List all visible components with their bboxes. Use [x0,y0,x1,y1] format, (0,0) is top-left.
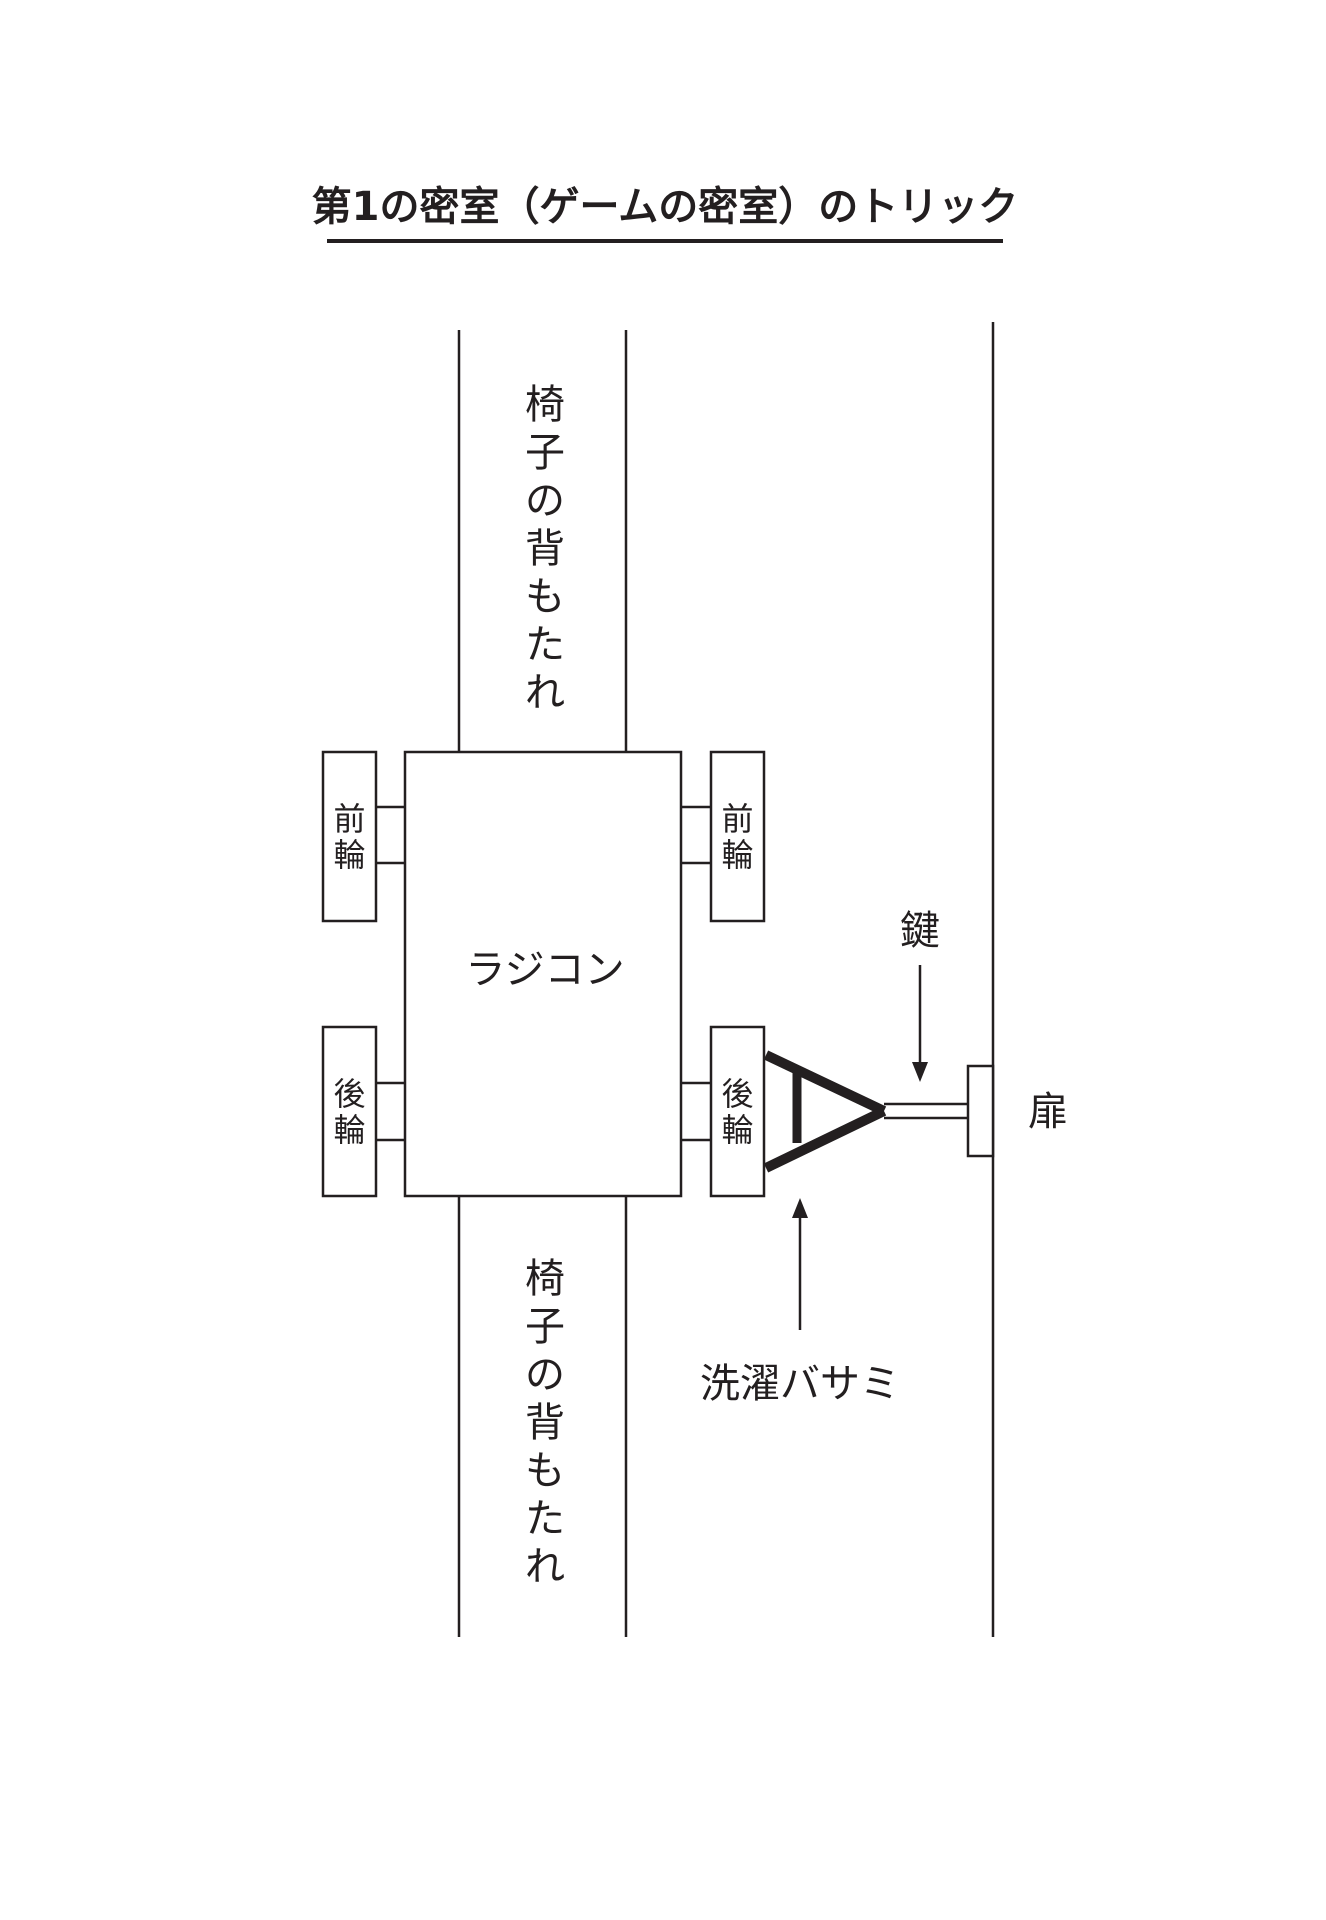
chair-back-label-bottom: 椅 子 の 背 も た れ [525,1256,565,1590]
rc-car-body [403,750,683,1198]
axle-front-left [376,805,405,865]
chair-back-bottom-char: た [525,1496,565,1542]
chair-back-bottom-char: 背 [525,1400,565,1446]
axle-front-right [681,805,711,865]
key-label: 鍵 [900,908,940,954]
door-label: 扉 [1028,1089,1068,1135]
rear-right-wheel-label-1: 後 [721,1075,753,1113]
clothespin-arrow [792,1198,808,1330]
clothespin-shape [763,1050,887,1173]
front-left-wheel-label-2: 輪 [333,836,365,874]
diagram-title: 第1の密室（ゲームの密室）のトリック [312,184,1019,230]
rear-right-wheel: 後 輪 [709,1025,766,1198]
rear-left-wheel: 後 輪 [321,1025,378,1198]
front-left-wheel: 前 輪 [321,750,378,923]
chair-back-top-char: 背 [525,526,565,572]
chair-back-top-char: の [525,478,565,524]
clothespin-label: 洗濯バサミ [700,1361,900,1407]
front-right-wheel-label-2: 輪 [721,836,753,874]
rc-car-label: ラジコン [465,947,624,993]
rear-left-wheel-label-2: 輪 [333,1111,365,1149]
axle-rear-left [376,1081,405,1142]
chair-back-label-top: 椅 子 の 背 も た れ [525,382,565,716]
chair-back-top-char: 子 [525,430,565,476]
rear-right-wheel-label-2: 輪 [721,1111,753,1149]
chair-back-top-char: 椅 [525,382,565,428]
chair-back-bottom-char: 子 [525,1304,565,1350]
chair-back-top-char: た [525,622,565,668]
door-lock-block [966,1064,995,1158]
chair-back-bottom-char: も [525,1448,565,1494]
chair-back-top-char: も [525,574,565,620]
front-left-wheel-label-1: 前 [333,800,365,838]
chair-back-bottom-char: の [525,1352,565,1398]
front-right-wheel-label-1: 前 [721,800,753,838]
chair-back-bottom-char: 椅 [525,1256,565,1302]
rear-left-wheel-label-1: 後 [333,1075,365,1113]
key-arrow [912,965,928,1082]
key-shaft [884,1102,968,1120]
chair-back-top-char: れ [525,670,565,716]
axle-rear-right [681,1081,711,1142]
chair-back-bottom-char: れ [525,1544,565,1590]
front-right-wheel: 前 輪 [709,750,766,923]
